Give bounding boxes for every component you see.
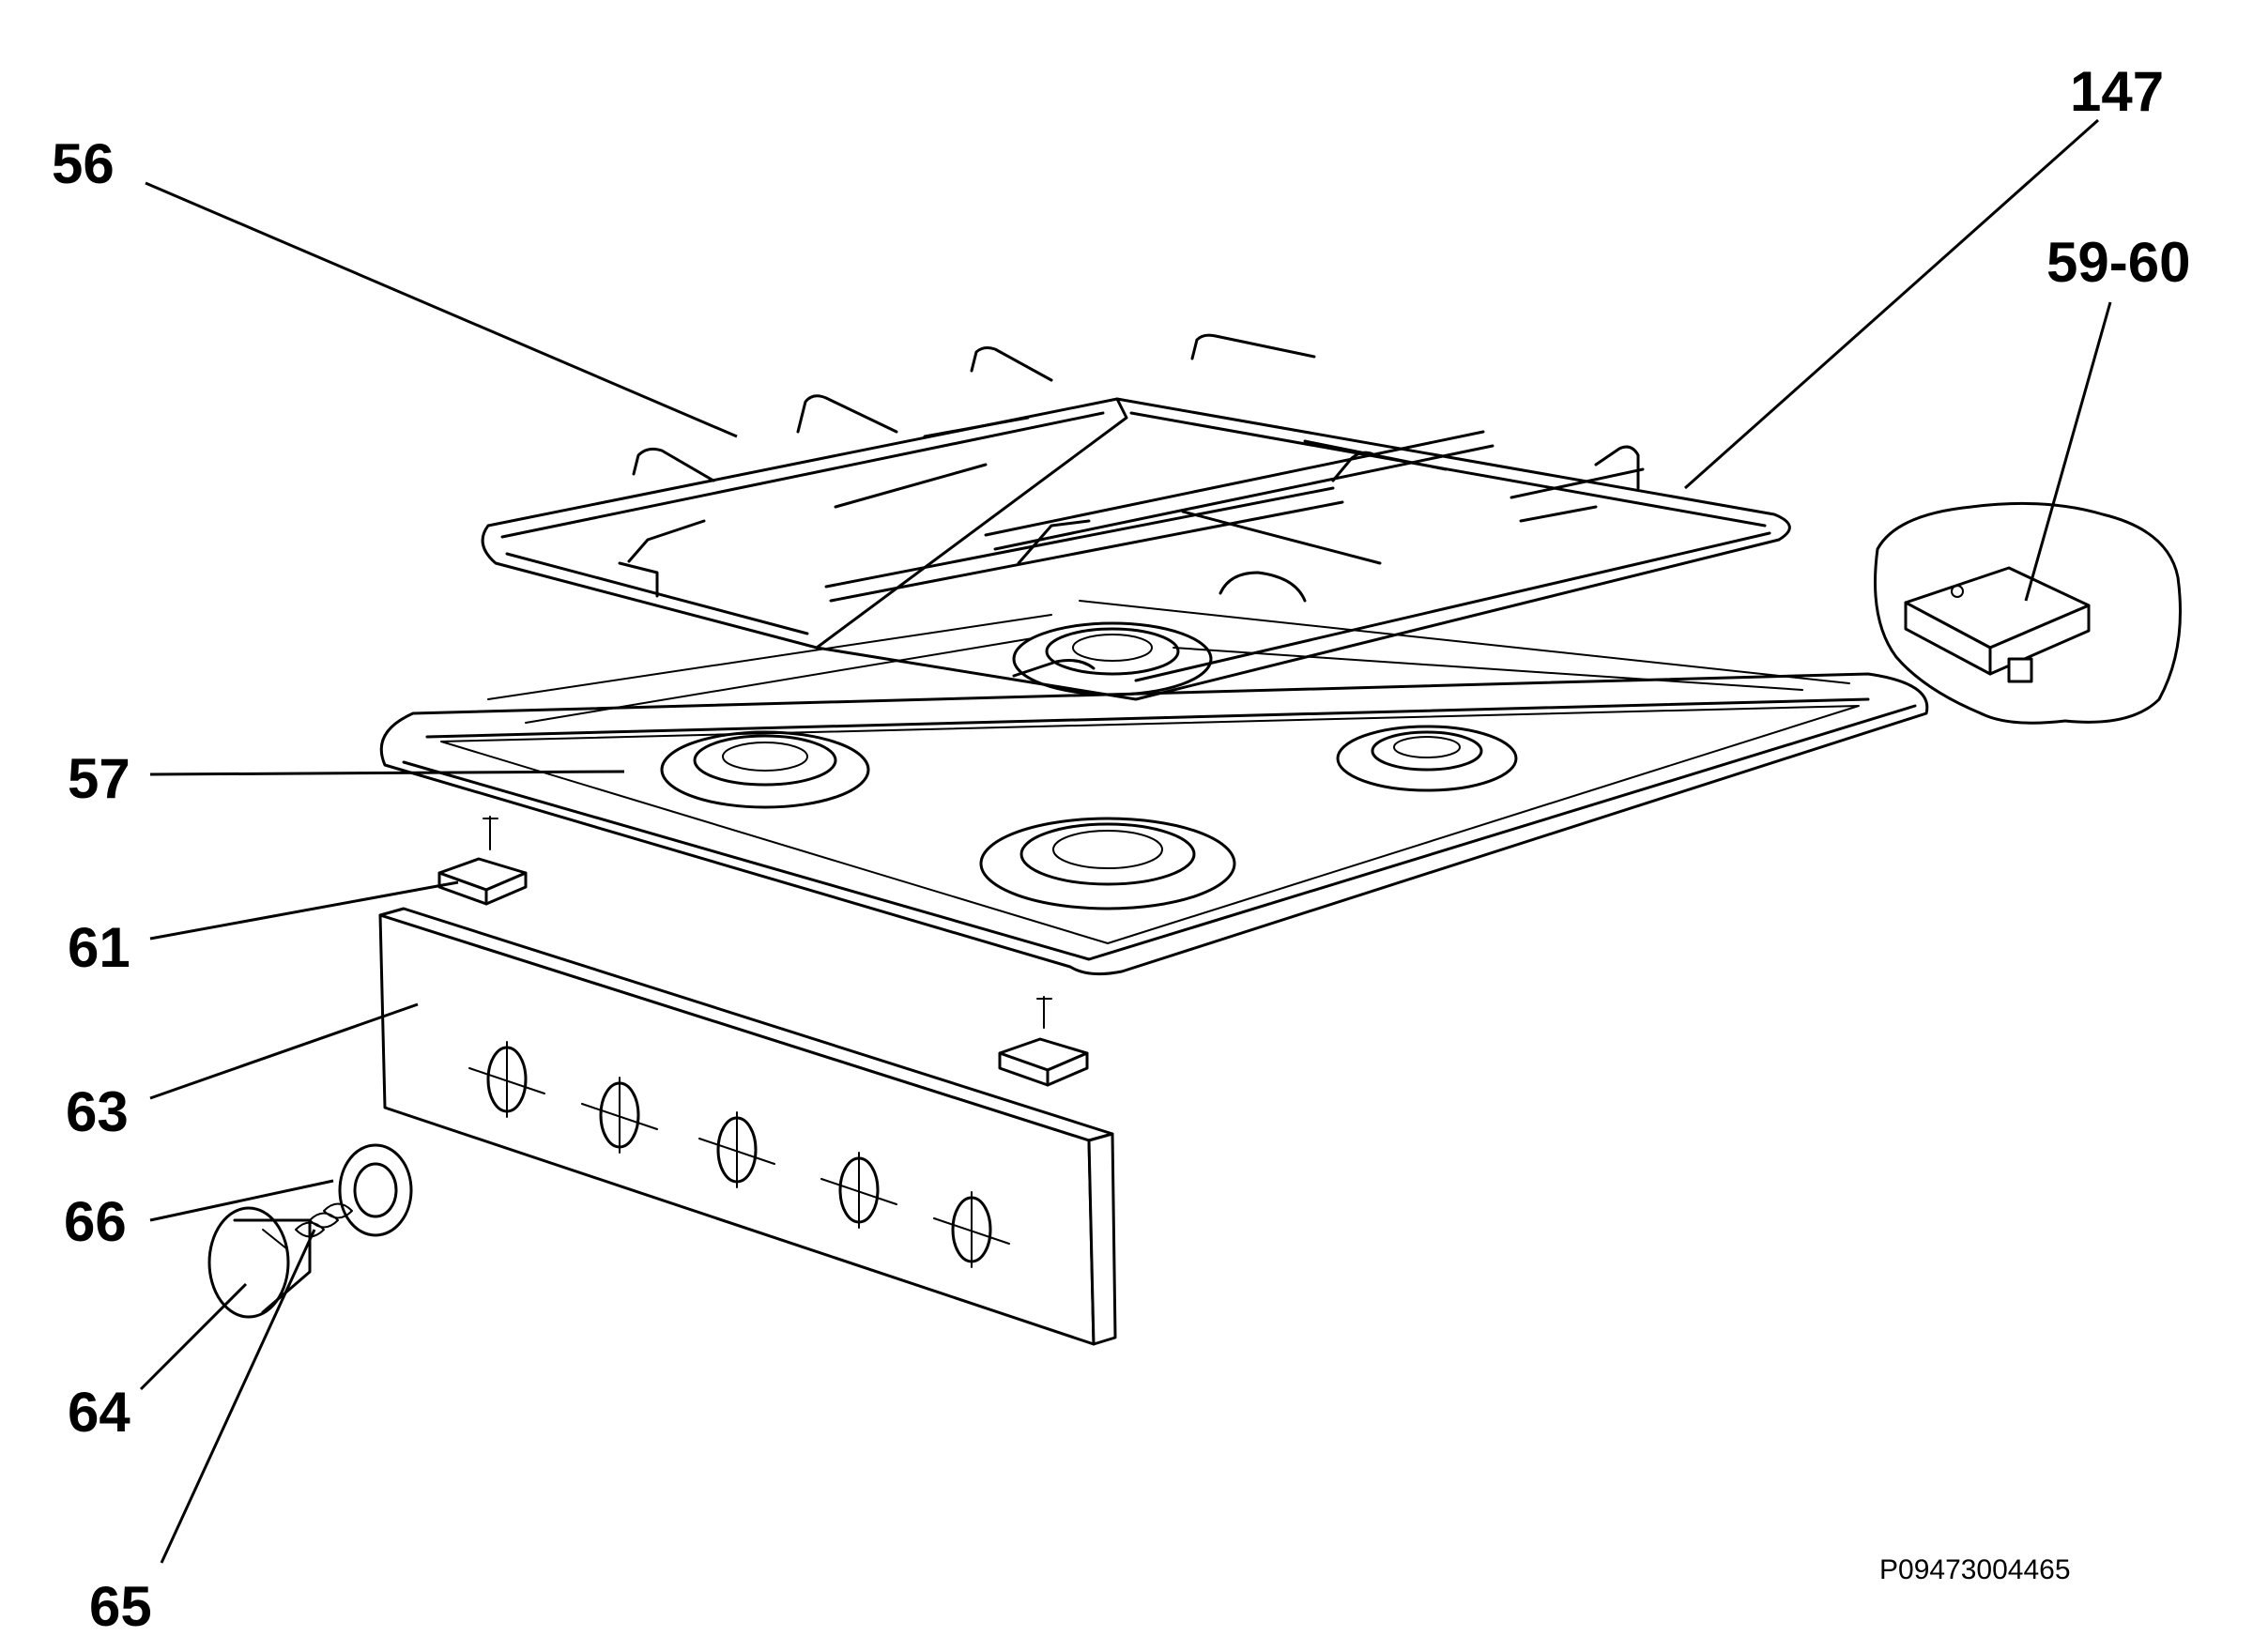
callout-61: 61 <box>68 916 130 979</box>
knob <box>207 1206 312 1319</box>
clip-left <box>437 816 528 906</box>
leader-57 <box>149 770 625 776</box>
callout-57: 57 <box>68 747 130 810</box>
callout-labels: 56 147 59-60 57 61 63 66 64 65 <box>52 60 2190 1638</box>
knob-symbol-1 <box>468 1041 545 1118</box>
burner-front-center <box>979 817 1236 910</box>
knob-bezel <box>338 1143 413 1237</box>
pan-support-right <box>815 333 1791 701</box>
leader-lines <box>139 118 2112 1564</box>
clip-detail-bubble <box>1874 501 2182 725</box>
leader-56 <box>145 181 738 438</box>
knob-symbol-3 <box>698 1111 775 1188</box>
leader-63 <box>149 1002 419 1100</box>
leader-66 <box>149 1179 334 1222</box>
callout-147: 147 <box>2070 60 2164 123</box>
burner-front-right <box>1336 725 1518 792</box>
leader-64 <box>139 1282 248 1391</box>
knob-spring <box>295 1202 353 1238</box>
callout-56: 56 <box>52 132 115 195</box>
burner-front-left <box>660 730 870 809</box>
callout-64: 64 <box>68 1381 130 1444</box>
leader-147 <box>1684 118 2099 490</box>
callout-66: 66 <box>64 1190 127 1253</box>
leader-59-60 <box>2024 301 2112 602</box>
leader-65 <box>160 1229 316 1564</box>
control-panel <box>378 907 1117 1346</box>
knob-symbol-2 <box>581 1077 658 1154</box>
knob-symbol-5 <box>933 1191 1010 1268</box>
knob-symbol-4 <box>820 1152 897 1229</box>
pan-support-left <box>481 346 1128 650</box>
grid-centre-rods <box>824 430 1494 603</box>
drawing-code: P09473004465 <box>1879 1554 2071 1585</box>
hob-top <box>379 600 1929 976</box>
callout-65: 65 <box>89 1575 152 1638</box>
leader-61 <box>149 880 459 941</box>
callout-63: 63 <box>66 1080 129 1143</box>
callout-59-60: 59-60 <box>2046 231 2190 294</box>
clip-right <box>998 996 1089 1087</box>
